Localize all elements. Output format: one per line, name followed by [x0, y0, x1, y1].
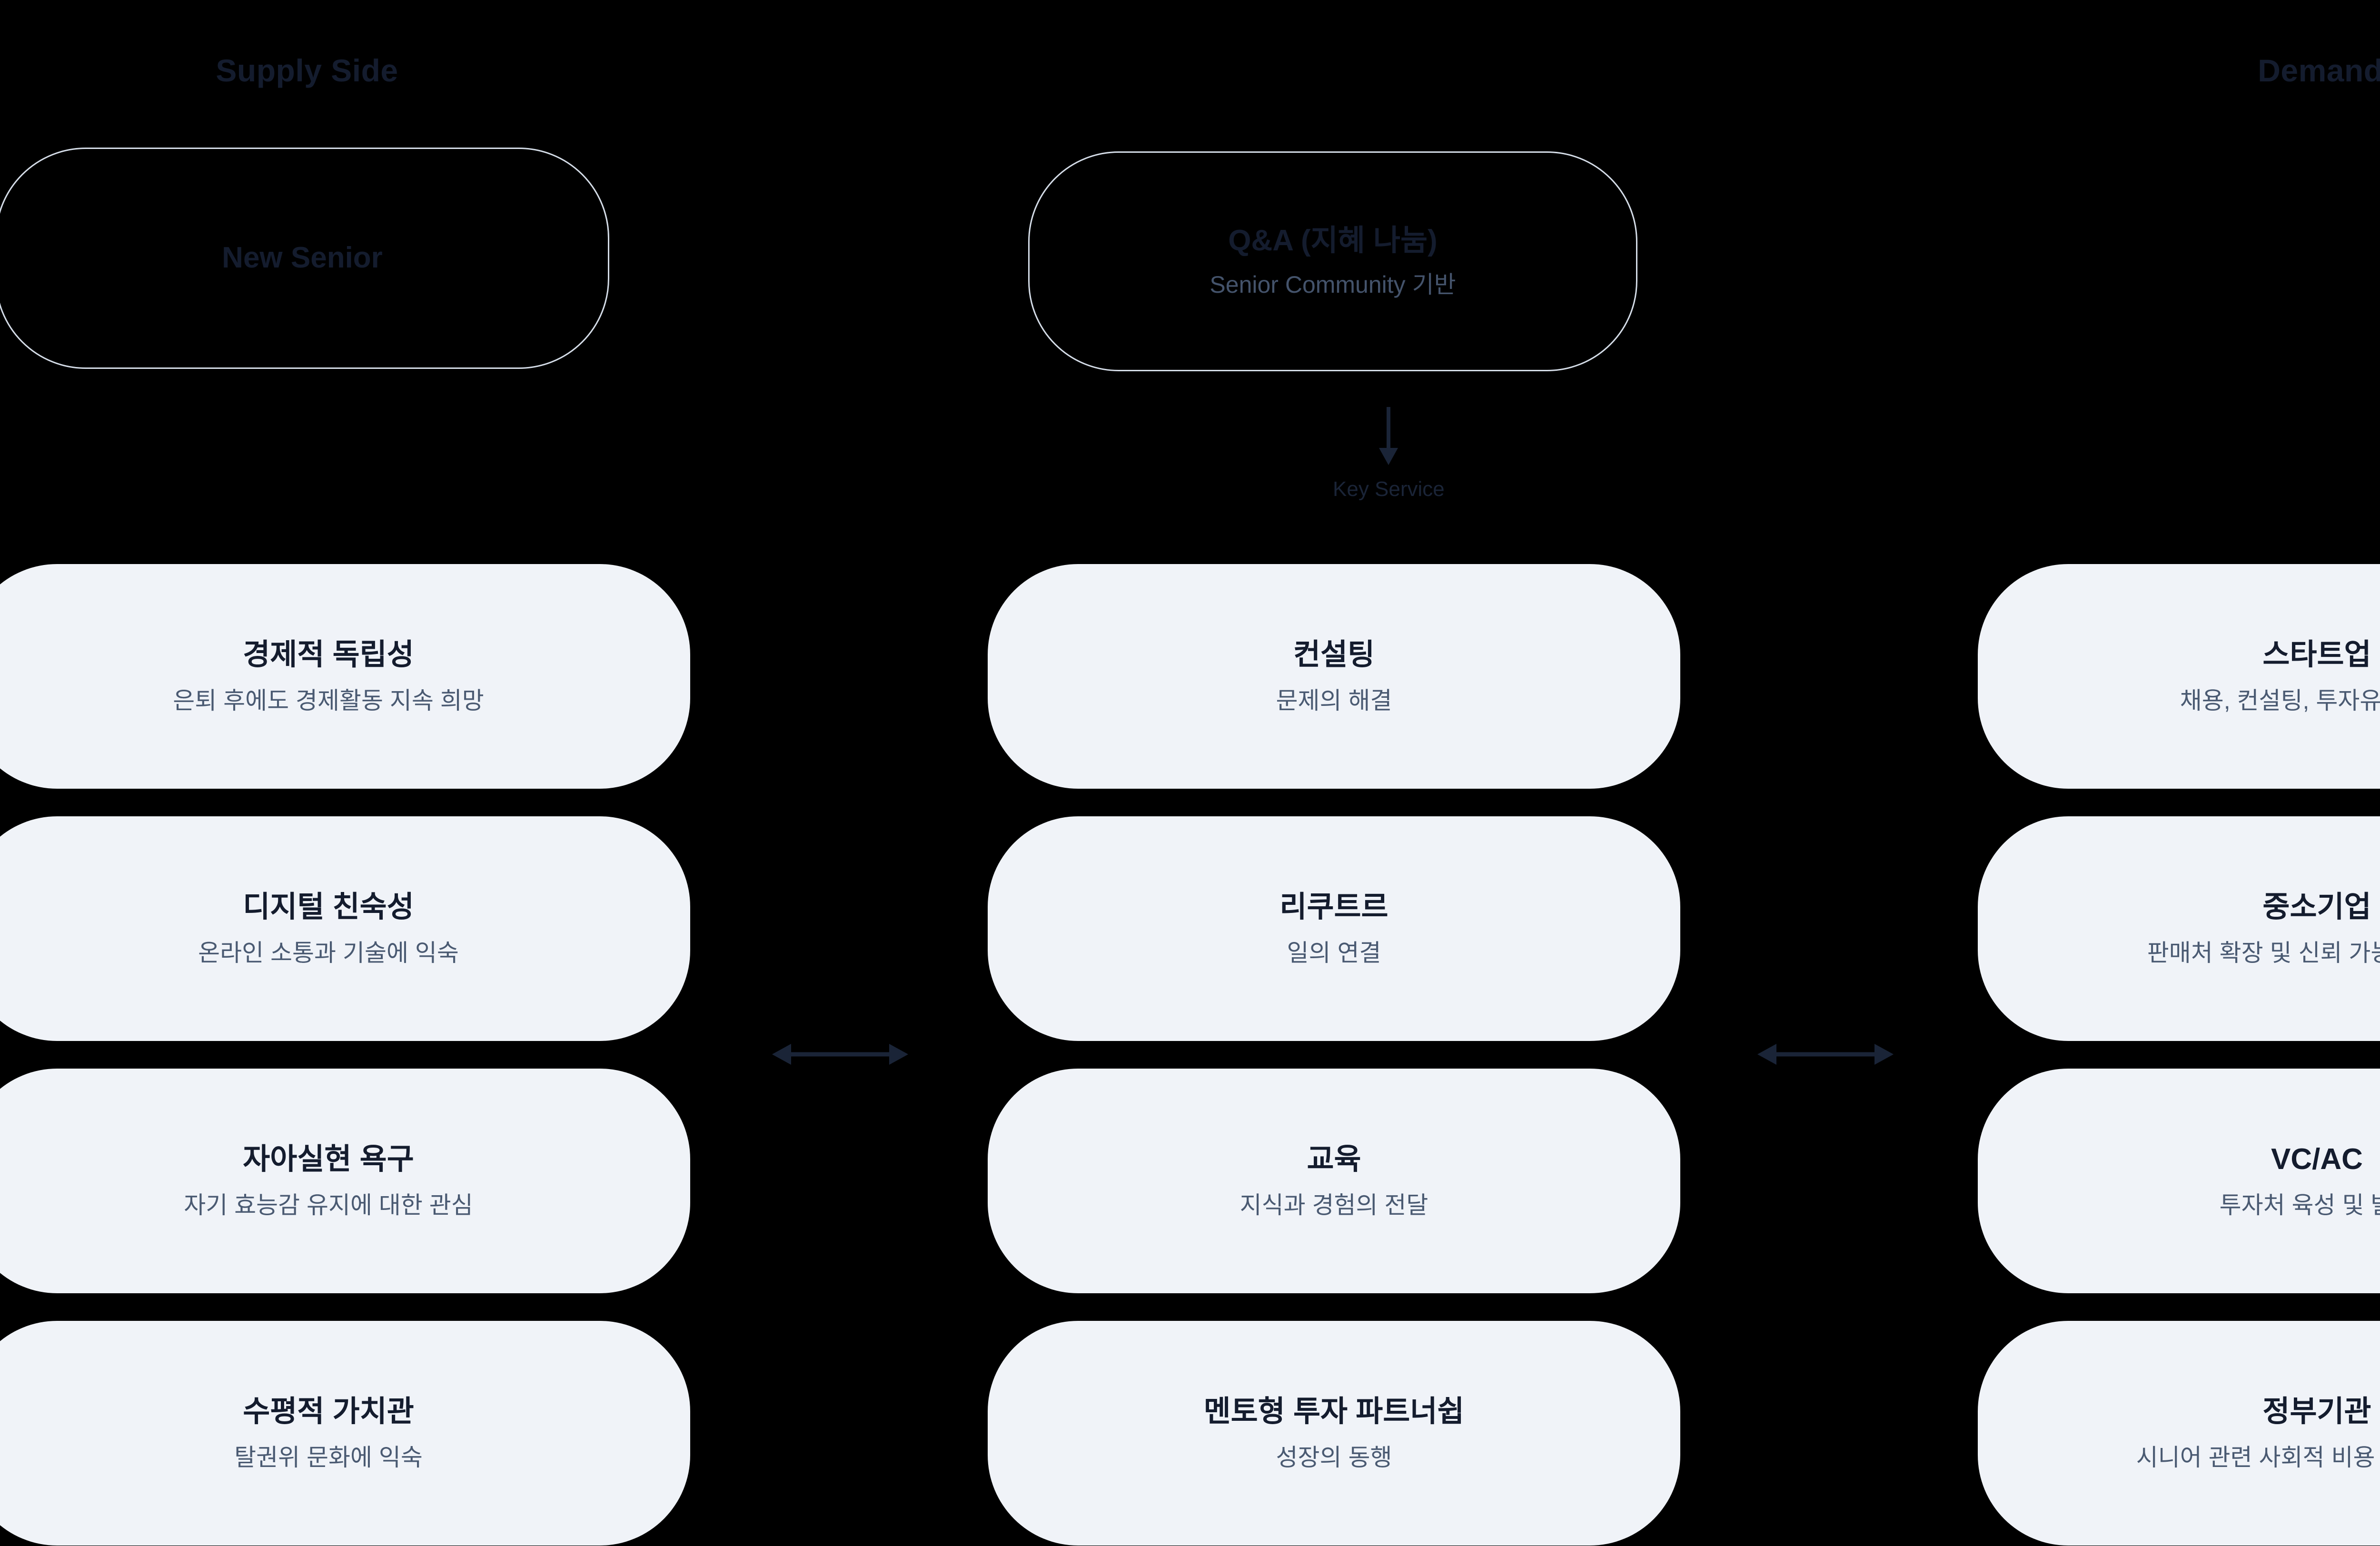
service-demand-exchange-arrow — [1756, 1035, 1894, 1073]
supply-card-3[interactable]: 자아실현 욕구 자기 효능감 유지에 대한 관심 — [0, 1069, 690, 1293]
demand-card-2-title: 중소기업 — [2262, 891, 2371, 924]
service-card-2-subtitle: 일의 연결 — [1287, 939, 1381, 966]
demand-card-1-subtitle: 채용, 컨설팅, 투자유치 수요 — [2180, 687, 2380, 714]
demand-card-4[interactable]: 정부기관 시니어 관련 사회적 비용 최소화 필요 — [1978, 1321, 2380, 1546]
supply-card-2-title: 디지털 친숙성 — [243, 891, 414, 924]
supply-card-3-title: 자아실현 욕구 — [243, 1143, 414, 1176]
service-card-3[interactable]: 교육 지식과 경험의 전달 — [988, 1069, 1680, 1293]
demand-card-1-title: 스타트업 — [2262, 638, 2371, 672]
arrow-down-icon — [1379, 407, 1398, 465]
service-card-2[interactable]: 리쿠트르 일의 연결 — [988, 816, 1680, 1041]
service-card-3-title: 교육 — [1307, 1143, 1361, 1176]
supply-card-3-subtitle: 자기 효능감 유지에 대한 관심 — [184, 1191, 473, 1219]
supply-side-header: Supply Side — [216, 53, 398, 88]
service-card-3-subtitle: 지식과 경험의 전달 — [1240, 1191, 1428, 1219]
new-senior-title: New Senior — [222, 241, 383, 275]
service-card-2-title: 리쿠트르 — [1279, 891, 1388, 924]
demand-card-3-title: VC/AC — [2271, 1143, 2363, 1176]
service-card-1-subtitle: 문제의 해결 — [1276, 687, 1392, 714]
qa-community-node[interactable]: Q&A (지혜 나눔) Senior Community 기반 — [1028, 151, 1637, 371]
supply-card-4-subtitle: 탈권위 문화에 익숙 — [234, 1444, 423, 1471]
qa-community-title: Q&A (지혜 나눔) — [1228, 224, 1438, 258]
demand-card-4-title: 정부기관 — [2262, 1395, 2371, 1428]
service-card-4-title: 멘토형 투자 파트너쉽 — [1203, 1395, 1465, 1428]
demand-card-4-subtitle: 시니어 관련 사회적 비용 최소화 필요 — [2136, 1444, 2380, 1471]
demand-side-header: Demand Side — [2258, 53, 2380, 88]
supply-card-2[interactable]: 디지털 친숙성 온라인 소통과 기술에 익숙 — [0, 816, 690, 1041]
supply-card-4-title: 수평적 가치관 — [243, 1395, 414, 1428]
demand-card-2-subtitle: 판매처 확장 및 신뢰 가능한 제조처 — [2147, 939, 2380, 966]
supply-card-1[interactable]: 경제적 독립성 은퇴 후에도 경제활동 지속 희망 — [0, 564, 690, 789]
service-card-4[interactable]: 멘토형 투자 파트너쉽 성장의 동행 — [988, 1321, 1680, 1546]
supply-card-1-title: 경제적 독립성 — [243, 638, 414, 672]
service-card-1[interactable]: 컨설팅 문제의 해결 — [988, 564, 1680, 789]
key-service-label: Key Service — [1333, 477, 1445, 501]
service-card-4-subtitle: 성장의 동행 — [1276, 1444, 1392, 1471]
supply-card-2-subtitle: 온라인 소통과 기술에 익숙 — [198, 939, 459, 966]
arrow-left-right-icon — [1757, 1044, 1894, 1065]
demand-card-3[interactable]: VC/AC 투자처 육성 및 발굴 — [1978, 1069, 2380, 1293]
supply-card-1-subtitle: 은퇴 후에도 경제활동 지속 희망 — [173, 687, 484, 714]
supply-service-exchange-arrow — [771, 1035, 909, 1073]
arrow-left-right-icon — [772, 1044, 908, 1065]
qa-community-subtitle: Senior Community 기반 — [1210, 271, 1456, 298]
supply-card-4[interactable]: 수평적 가치관 탈권위 문화에 익숙 — [0, 1321, 690, 1546]
new-senior-node[interactable]: New Senior — [0, 148, 609, 369]
demand-card-2[interactable]: 중소기업 판매처 확장 및 신뢰 가능한 제조처 — [1978, 816, 2380, 1041]
service-card-1-title: 컨설팅 — [1293, 638, 1375, 672]
key-service-connector: Key Service — [1333, 407, 1445, 500]
demand-card-1[interactable]: 스타트업 채용, 컨설팅, 투자유치 수요 — [1978, 564, 2380, 789]
demand-card-3-subtitle: 투자처 육성 및 발굴 — [2219, 1191, 2380, 1219]
